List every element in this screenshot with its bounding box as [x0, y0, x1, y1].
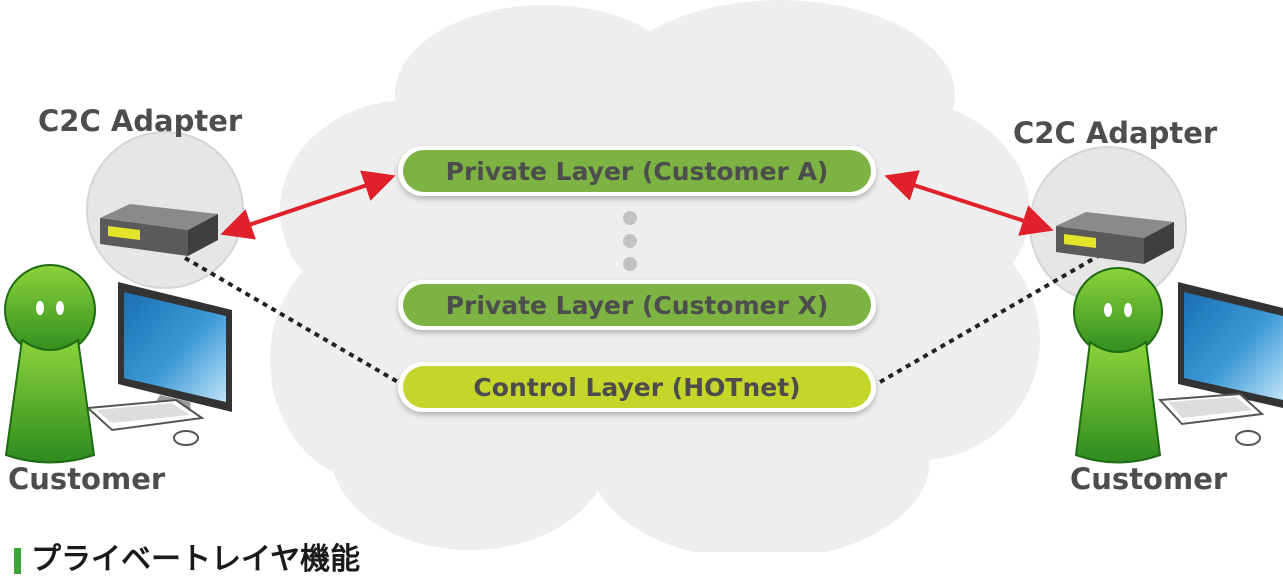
left-person-icon	[4, 264, 96, 464]
private-layer-a: Private Layer (Customer A)	[398, 146, 876, 196]
private-layer-x-label: Private Layer (Customer X)	[446, 291, 829, 320]
caption-text: プライベートレイヤ機能	[31, 542, 361, 577]
control-layer: Control Layer (HOTnet)	[398, 362, 876, 412]
control-layer-label: Control Layer (HOTnet)	[473, 373, 800, 402]
ellipsis-dot-1	[623, 211, 637, 225]
left-router-icon	[100, 204, 218, 256]
right-person-icon	[1073, 267, 1163, 464]
left-monitor-icon	[85, 282, 232, 446]
left-adapter-label: C2C Adapter	[38, 104, 243, 138]
right-adapter-label: C2C Adapter	[1013, 116, 1218, 150]
right-router-icon	[1056, 212, 1174, 264]
right-control-link	[879, 253, 1101, 384]
cloud-icon	[270, 0, 1040, 552]
ellipsis-dot-3	[623, 257, 637, 271]
caption-bullet-icon	[14, 547, 21, 574]
private-layer-x: Private Layer (Customer X)	[398, 280, 876, 330]
ellipsis-dot-2	[623, 234, 637, 248]
right-customer-label: Customer	[1070, 462, 1228, 496]
private-layer-a-label: Private Layer (Customer A)	[446, 157, 829, 186]
left-control-link	[183, 256, 400, 384]
left-customer-label: Customer	[8, 462, 166, 496]
section-caption: プライベートレイヤ機能	[14, 534, 360, 578]
right-monitor-icon	[1157, 282, 1283, 446]
left-private-arrow	[220, 170, 396, 240]
network-diagram: Private Layer (Customer A) Private Layer…	[4, 0, 1283, 552]
right-private-arrow	[884, 170, 1054, 236]
